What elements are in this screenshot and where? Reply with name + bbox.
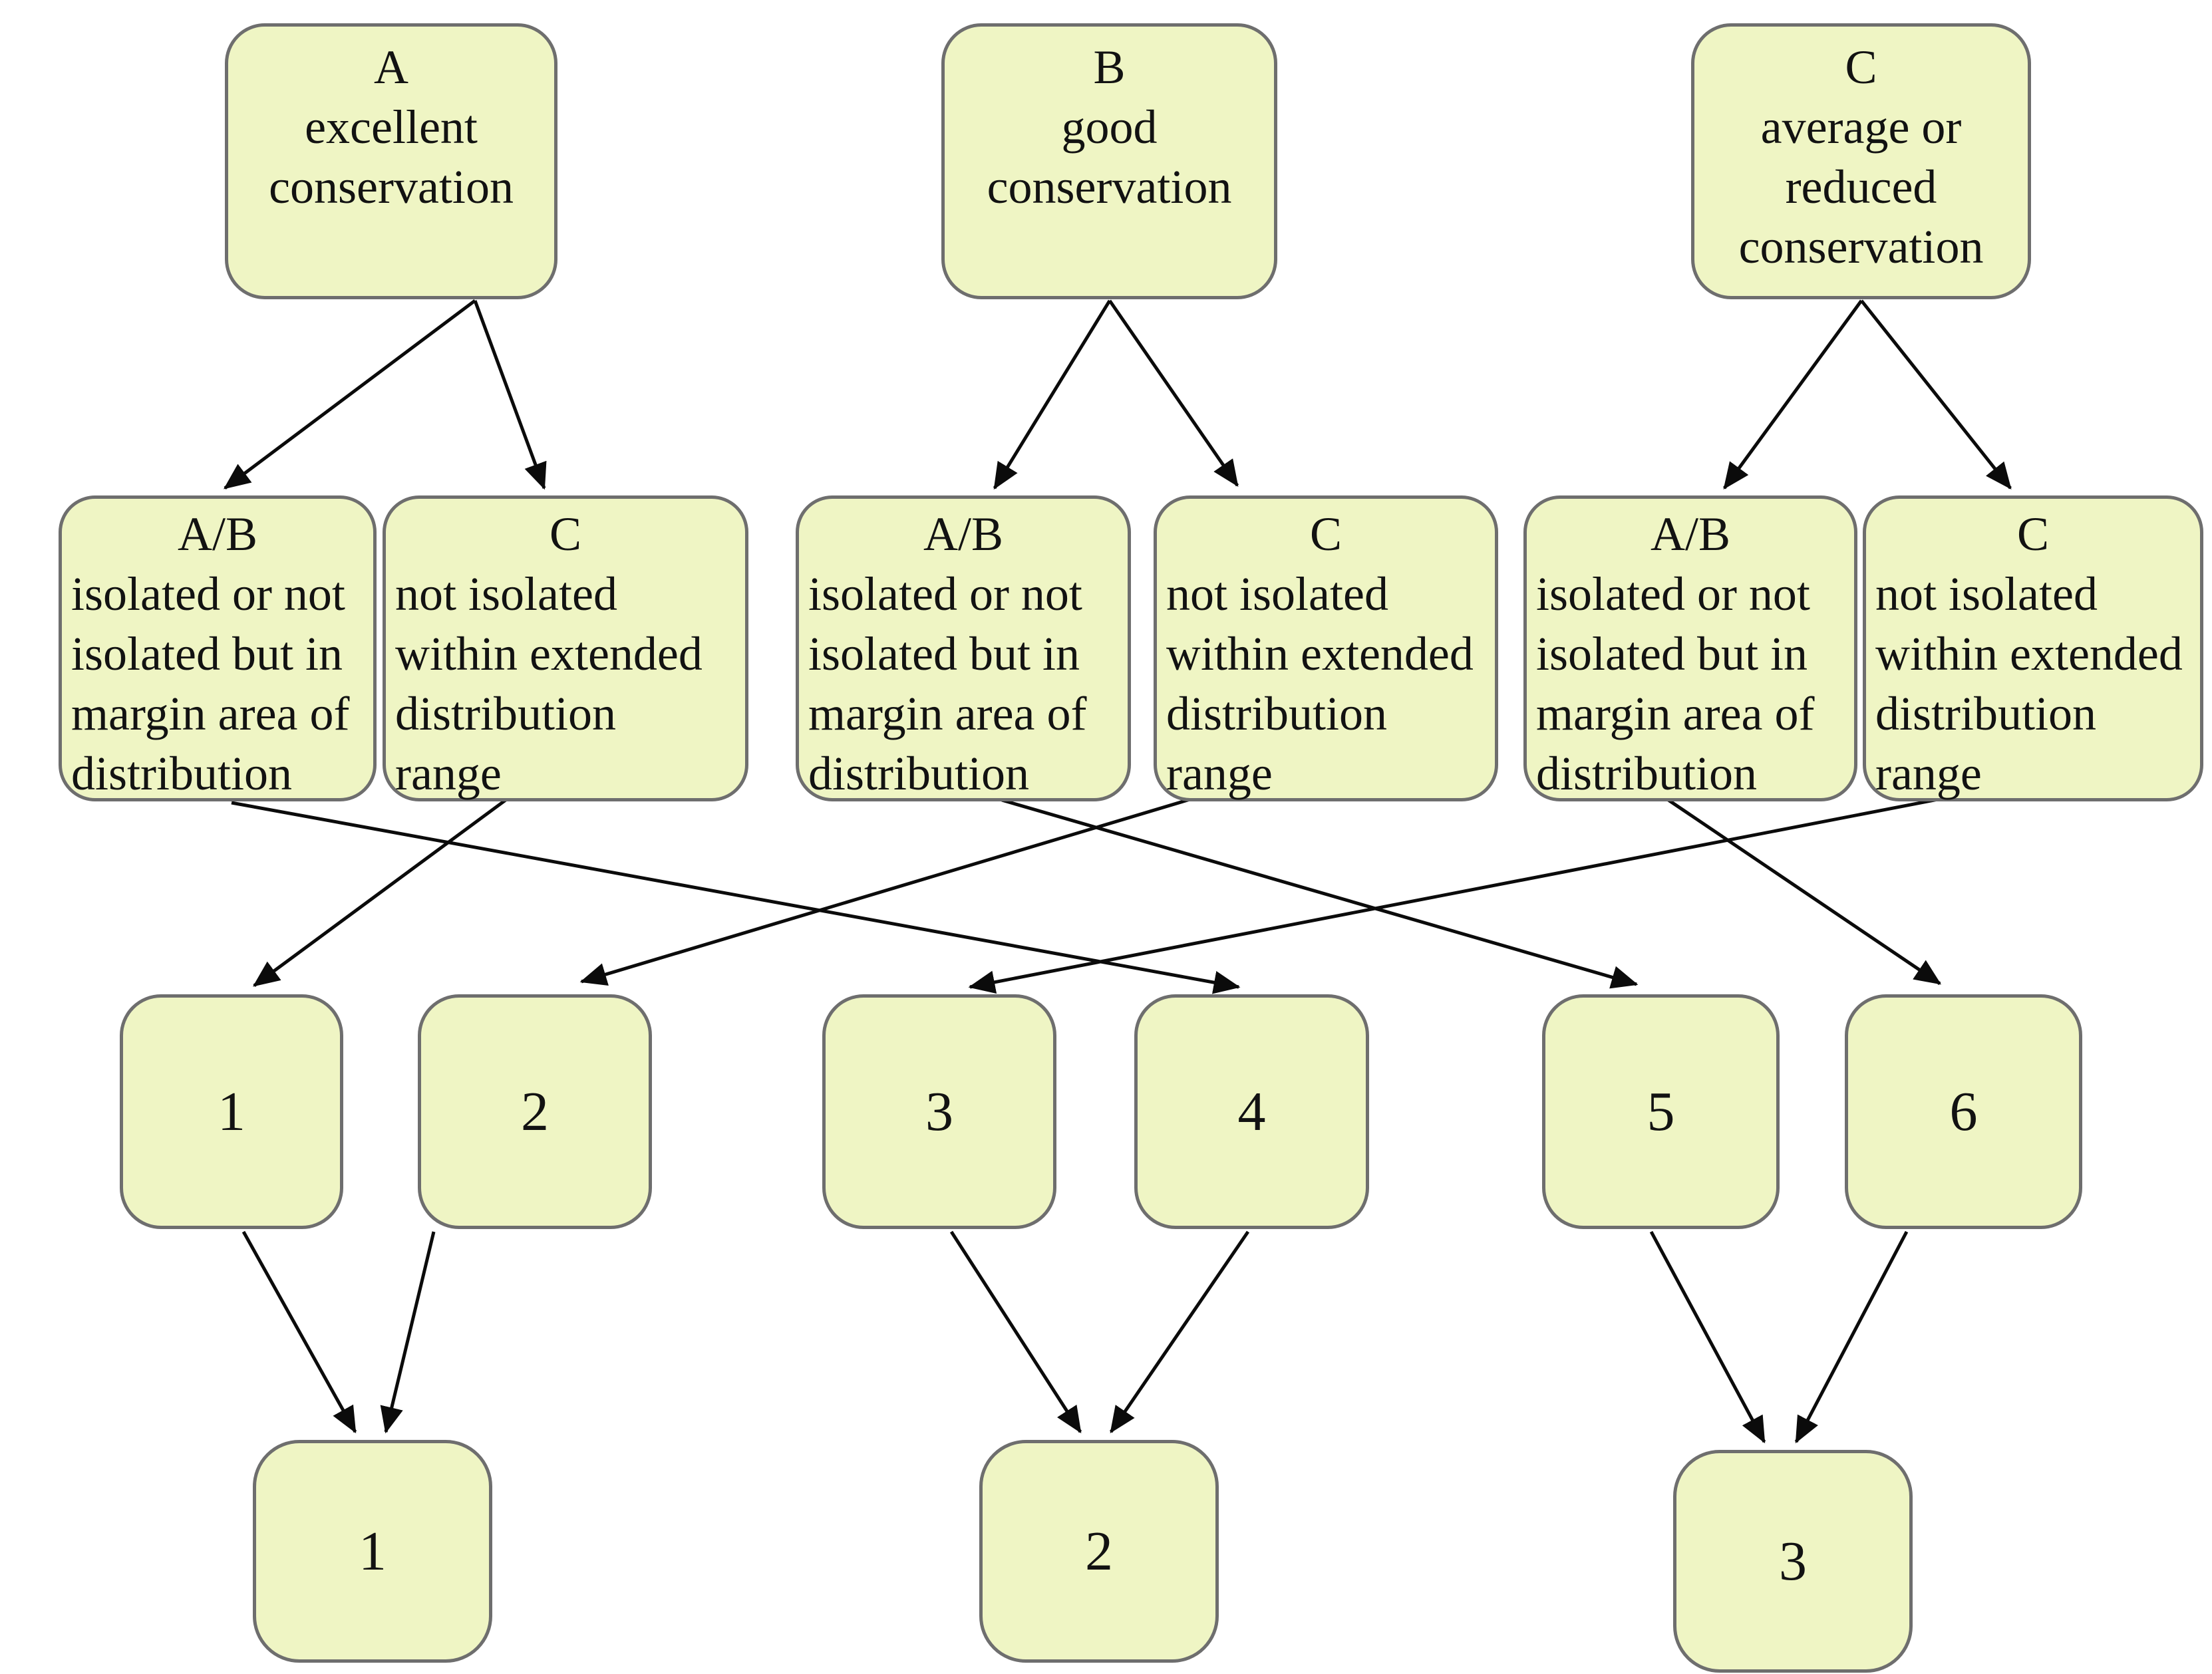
arrow-top-a-to-iso-ab <box>224 299 476 489</box>
grade-label-4: 4 <box>1237 1080 1266 1143</box>
top-box-a-excellent-conservation: A excellent conservation <box>225 23 557 299</box>
grade-label-3: 3 <box>925 1080 953 1143</box>
arrow-grade-1-to-final-1 <box>241 1230 357 1434</box>
grade-box-6: 6 <box>1845 994 2082 1229</box>
arrow-grade-3-to-final-2 <box>949 1230 1082 1434</box>
iso-box-code: A/B <box>177 507 258 561</box>
iso-box-label: not isolated within extended distributio… <box>1875 567 2183 800</box>
top-box-a-label: excellent conservation <box>269 100 514 213</box>
grade-box-2: 2 <box>418 994 652 1229</box>
iso-box-code: C <box>1309 507 1343 561</box>
grade-box-3: 3 <box>822 994 1056 1229</box>
grade-label-6: 6 <box>1949 1080 1978 1143</box>
arrow-iso-ab-b-to-grade-5 <box>1001 798 1639 989</box>
arrow-top-b-to-iso-c <box>1108 299 1239 488</box>
iso-box-code: C <box>549 507 582 561</box>
arrow-iso-ab-a-to-grade-4 <box>231 801 1241 994</box>
arrow-top-b-to-iso-ab <box>993 299 1112 490</box>
iso-box-ab-under-b: A/B isolated or not isolated but in marg… <box>796 495 1131 801</box>
final-box-2: 2 <box>979 1440 1219 1663</box>
top-box-b-code: B <box>1093 41 1126 94</box>
grade-box-1: 1 <box>120 994 343 1229</box>
final-label-2: 2 <box>1085 1520 1113 1582</box>
top-box-b-label: good conservation <box>987 100 1232 213</box>
grade-box-5: 5 <box>1542 994 1780 1229</box>
iso-box-label: not isolated within extended distributio… <box>395 567 703 800</box>
top-box-c-average-reduced-conservation: C average or reduced conservation <box>1691 23 2031 299</box>
arrow-grade-4-to-final-2 <box>1109 1230 1250 1434</box>
arrow-top-c-to-iso-ab <box>1722 299 1863 490</box>
iso-box-code: C <box>2016 507 2050 561</box>
arrow-top-a-to-iso-c <box>473 300 547 490</box>
final-box-1: 1 <box>253 1440 492 1663</box>
top-box-c-label: average or reduced conservation <box>1738 100 1984 273</box>
grade-box-4: 4 <box>1134 994 1369 1229</box>
arrow-grade-2-to-final-1 <box>380 1231 436 1434</box>
arrow-grade-5-to-final-3 <box>1649 1230 1766 1444</box>
top-box-a-code: A <box>374 41 408 94</box>
iso-box-code: A/B <box>923 507 1004 561</box>
arrow-iso-ab-c-to-grade-6 <box>1667 798 1942 986</box>
grade-label-1: 1 <box>218 1080 245 1143</box>
final-box-3: 3 <box>1673 1450 1913 1673</box>
iso-box-ab-under-c: A/B isolated or not isolated but in marg… <box>1523 495 1857 801</box>
top-box-b-good-conservation: B good conservation <box>941 23 1277 299</box>
arrow-iso-c-a-to-grade-1 <box>252 798 507 988</box>
iso-box-label: not isolated within extended distributio… <box>1166 567 1474 800</box>
top-box-c-code: C <box>1845 41 1877 94</box>
iso-box-label: isolated or not isolated but in margin a… <box>1536 567 1815 800</box>
iso-box-code: A/B <box>1650 507 1731 561</box>
final-label-1: 1 <box>359 1520 387 1582</box>
iso-box-c-under-c: C not isolated within extended distribut… <box>1863 495 2203 801</box>
iso-box-label: isolated or not isolated but in margin a… <box>808 567 1087 800</box>
grade-label-5: 5 <box>1647 1080 1675 1143</box>
arrow-iso-c-c-to-grade-3 <box>968 793 1959 994</box>
iso-box-ab-under-a: A/B isolated or not isolated but in marg… <box>59 495 377 801</box>
grade-label-2: 2 <box>521 1080 549 1143</box>
arrow-iso-c-b-to-grade-2 <box>579 795 1199 986</box>
iso-box-c-under-a: C not isolated within extended distribut… <box>383 495 748 801</box>
final-label-3: 3 <box>1779 1530 1807 1592</box>
iso-box-c-under-b: C not isolated within extended distribut… <box>1154 495 1498 801</box>
iso-box-label: isolated or not isolated but in margin a… <box>71 567 350 800</box>
arrow-grade-6-to-final-3 <box>1794 1230 1909 1444</box>
arrow-top-c-to-iso-c <box>1860 299 2012 489</box>
